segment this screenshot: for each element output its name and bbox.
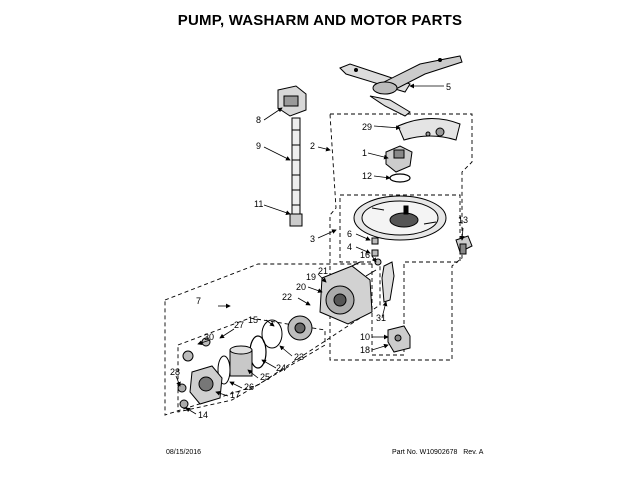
callout-28: 28 [170, 367, 180, 377]
bracket-part-31 [381, 261, 395, 303]
callout-9: 9 [256, 141, 261, 151]
footer-date: 08/15/2016 [166, 449, 202, 456]
callout-14: 14 [198, 410, 208, 420]
seal-part-12 [389, 173, 411, 183]
callout-11: 11 [254, 199, 263, 209]
callout-18: 18 [360, 345, 370, 355]
callout-1: 1 [362, 148, 367, 158]
rev-value: A [478, 449, 484, 456]
fasteners-part-28-14 [177, 383, 189, 409]
callout-21: 21 [318, 266, 328, 276]
assembly-17-boundary [177, 317, 326, 413]
callout-4: 4 [347, 242, 352, 252]
callout-27: 27 [234, 320, 244, 330]
assembly-7-boundary [164, 263, 381, 416]
callout-31: 31 [376, 313, 386, 323]
diagram-title: PUMP, WASHARM AND MOTOR PARTS [177, 12, 463, 29]
callout-12: 12 [362, 171, 372, 181]
callout-numbers: 5 8 9 2 29 1 12 11 13 3 6 4 16 19 21 20 … [170, 82, 468, 420]
callout-7: 7 [196, 296, 201, 306]
callout-19: 19 [306, 272, 316, 282]
leader-lines [175, 83, 465, 415]
part-number: W10902678 [419, 449, 458, 456]
callout-23: 23 [294, 352, 304, 362]
callout-10: 10 [360, 332, 370, 342]
callout-8: 8 [256, 115, 261, 125]
rev-label: Rev. [463, 449, 478, 456]
callout-2: 2 [310, 141, 315, 151]
callout-3: 3 [310, 234, 315, 244]
sump-part-3 [353, 195, 447, 241]
callout-13: 13 [458, 215, 468, 225]
callout-5: 5 [446, 82, 451, 92]
seal-part-26 [217, 355, 231, 385]
callout-29: 29 [362, 122, 372, 132]
callout-15: 15 [248, 315, 258, 325]
impeller-part-22 [287, 315, 313, 341]
fitting-part-1 [385, 145, 413, 173]
callout-22: 22 [282, 292, 292, 302]
callout-6: 6 [347, 229, 352, 239]
gasket-part-15 [261, 319, 283, 349]
callout-26: 26 [244, 382, 254, 392]
callout-25: 25 [260, 372, 270, 382]
assembly-boundaries [164, 113, 473, 416]
tube-part-9 [289, 117, 303, 227]
cover-part-29 [397, 117, 461, 141]
assembly-3-boundary [339, 194, 461, 356]
pump-housing-part-17 [189, 365, 223, 405]
motor-housing-part-21 [319, 261, 377, 325]
fitting-part-8 [277, 85, 307, 117]
wash-arm-part [339, 55, 463, 117]
fitting-part-10-18 [387, 325, 411, 353]
part-label: Part No. [392, 449, 418, 456]
screws-part-6-4-16 [371, 237, 382, 266]
connector-part-13 [455, 235, 473, 255]
footer-part-number: Part No. W10902678 Rev. A [392, 449, 483, 456]
callout-20: 20 [296, 282, 306, 292]
callout-30: 30 [204, 332, 214, 342]
motor-part-25 [229, 345, 253, 377]
assembly-2-boundary [329, 113, 473, 361]
callout-24: 24 [276, 363, 286, 373]
callout-17: 17 [230, 390, 240, 400]
callout-16: 16 [360, 250, 370, 260]
